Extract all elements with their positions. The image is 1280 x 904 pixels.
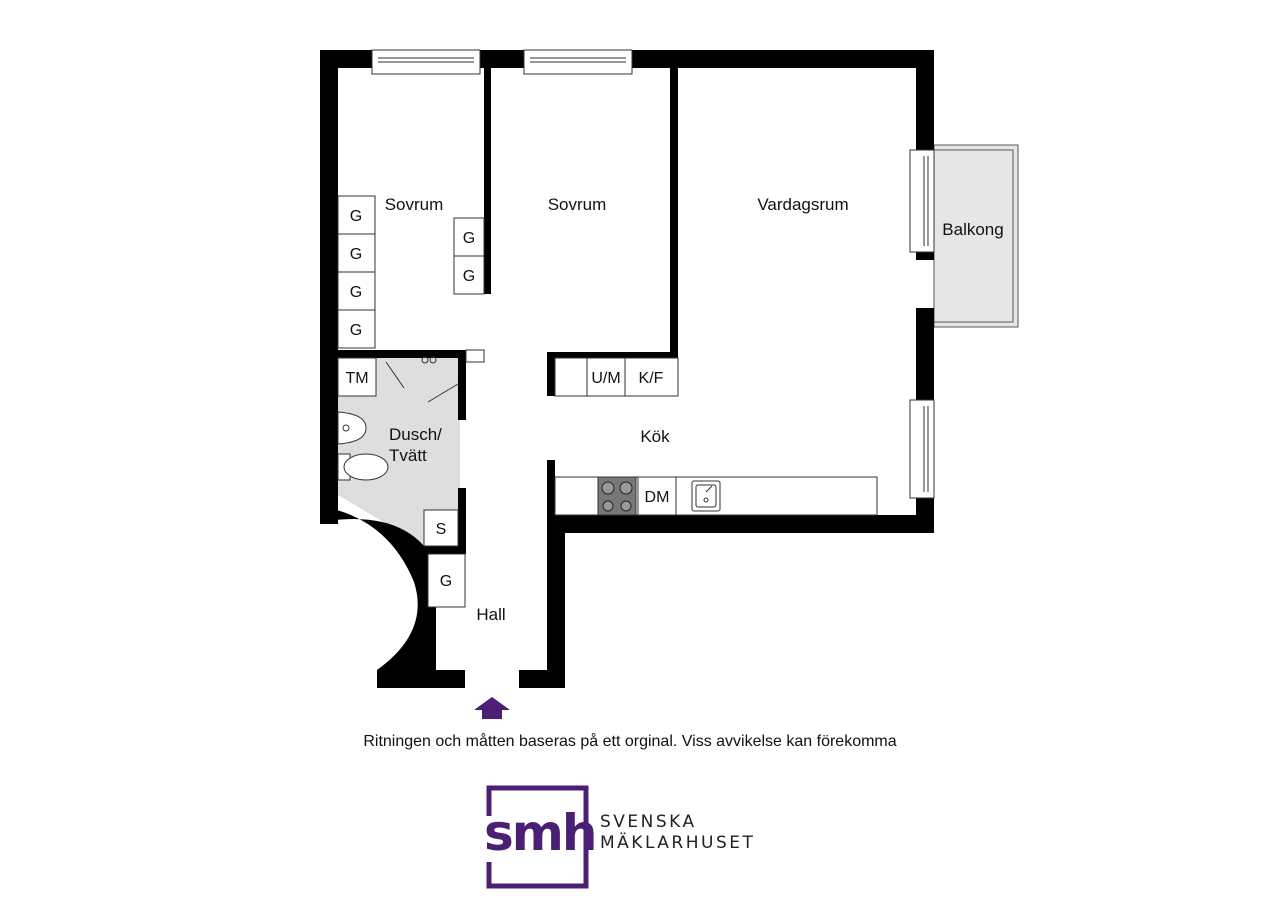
kitchen-sink (691, 480, 721, 512)
wardrobe-label: G (463, 230, 475, 247)
wardrobe-label: G (350, 246, 362, 263)
logo-monogram: smh (484, 804, 595, 862)
wardrobe-label: G (463, 268, 475, 285)
room-label-bedroom-left: Sovrum (385, 195, 444, 214)
room-label-living: Vardagsrum (757, 195, 848, 214)
bathroom-sanitary (337, 411, 389, 481)
room-label-balcony: Balkong (942, 220, 1003, 239)
balcony (933, 144, 1019, 328)
brand-line1: SVENSKA (600, 812, 697, 832)
wardrobe-label: G (350, 322, 362, 339)
brand-name: SVENSKA MÄKLARHUSET (600, 812, 755, 854)
room-label-bedroom-mid: Sovrum (548, 195, 607, 214)
wardrobe-label: G (350, 208, 362, 225)
windows (371, 49, 935, 499)
smh-logo: smh (484, 785, 597, 889)
walls (320, 50, 934, 688)
um-label: U/M (591, 370, 620, 387)
kf-label: K/F (639, 370, 664, 387)
wardrobe-label: G (440, 573, 452, 590)
brand-line2: MÄKLARHUSET (600, 833, 756, 853)
stove (597, 476, 637, 516)
room-label-bath-line2: Tvätt (389, 446, 427, 465)
s-label: S (436, 521, 447, 538)
bathroom-floor (338, 358, 460, 546)
disclaimer-text: Ritningen och måtten baseras på ett orgi… (363, 733, 897, 750)
wardrobe-label: G (350, 284, 362, 301)
entrance-arrow-icon (474, 697, 510, 719)
shower (385, 356, 459, 403)
dm-label: DM (645, 489, 670, 506)
tm-label: TM (345, 370, 368, 387)
room-label-kitchen: Kök (640, 427, 670, 446)
room-label-hall: Hall (476, 605, 505, 624)
room-label-bath-line1: Dusch/ (389, 425, 442, 444)
